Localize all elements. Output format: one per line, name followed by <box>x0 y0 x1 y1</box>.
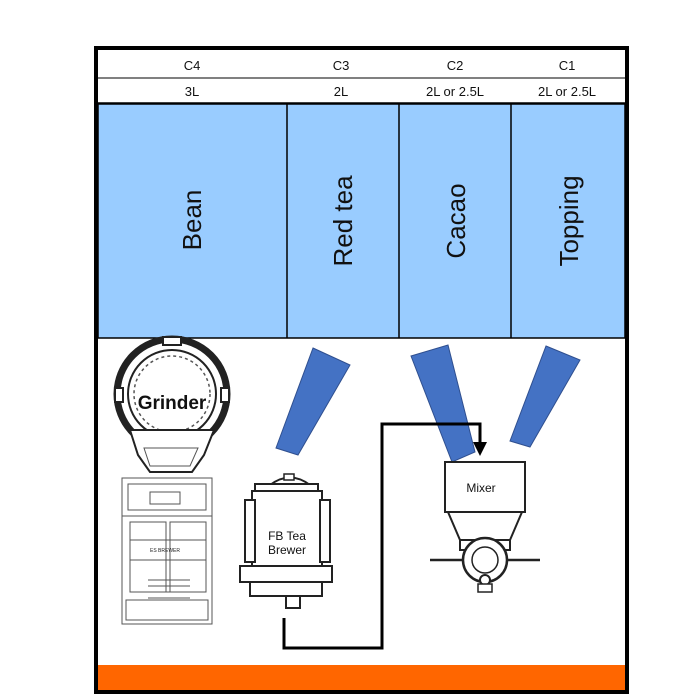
flow-arrow-head <box>473 442 487 456</box>
fb-tea-brewer: FB Tea Brewer <box>239 473 333 609</box>
canister-name-red-tea: Red tea <box>328 175 358 267</box>
grinder-label: Grinder <box>138 393 207 414</box>
es-brewer-label: ES BREWER <box>150 548 180 554</box>
mixer: Mixer <box>430 461 540 593</box>
canister-name-cacao: Cacao <box>441 183 471 258</box>
topping-chute <box>509 345 581 448</box>
grinder: Grinder <box>113 335 231 473</box>
canister-name-topping: Topping <box>554 175 584 266</box>
canister-area <box>97 103 626 339</box>
canister-code: C2 <box>447 58 464 73</box>
canister-code: C1 <box>559 58 576 73</box>
flow-line <box>282 422 482 650</box>
base-bar <box>98 665 625 690</box>
canister-volume: 3L <box>185 84 199 99</box>
tea-brewer-label: FB Tea <box>268 529 306 543</box>
canister-volume: 2L <box>334 84 348 99</box>
canister-name-bean: Bean <box>177 190 207 251</box>
cacao-chute <box>410 344 476 463</box>
canister-volume: 2L or 2.5L <box>538 84 596 99</box>
canister-code: C4 <box>184 58 201 73</box>
canister-code: C3 <box>333 58 350 73</box>
canister-volume: 2L or 2.5L <box>426 84 484 99</box>
es-brewer: ES BREWER <box>121 477 213 625</box>
red-tea-chute <box>275 347 351 456</box>
tea-brewer-label: Brewer <box>268 543 306 557</box>
mixer-label: Mixer <box>466 481 495 495</box>
